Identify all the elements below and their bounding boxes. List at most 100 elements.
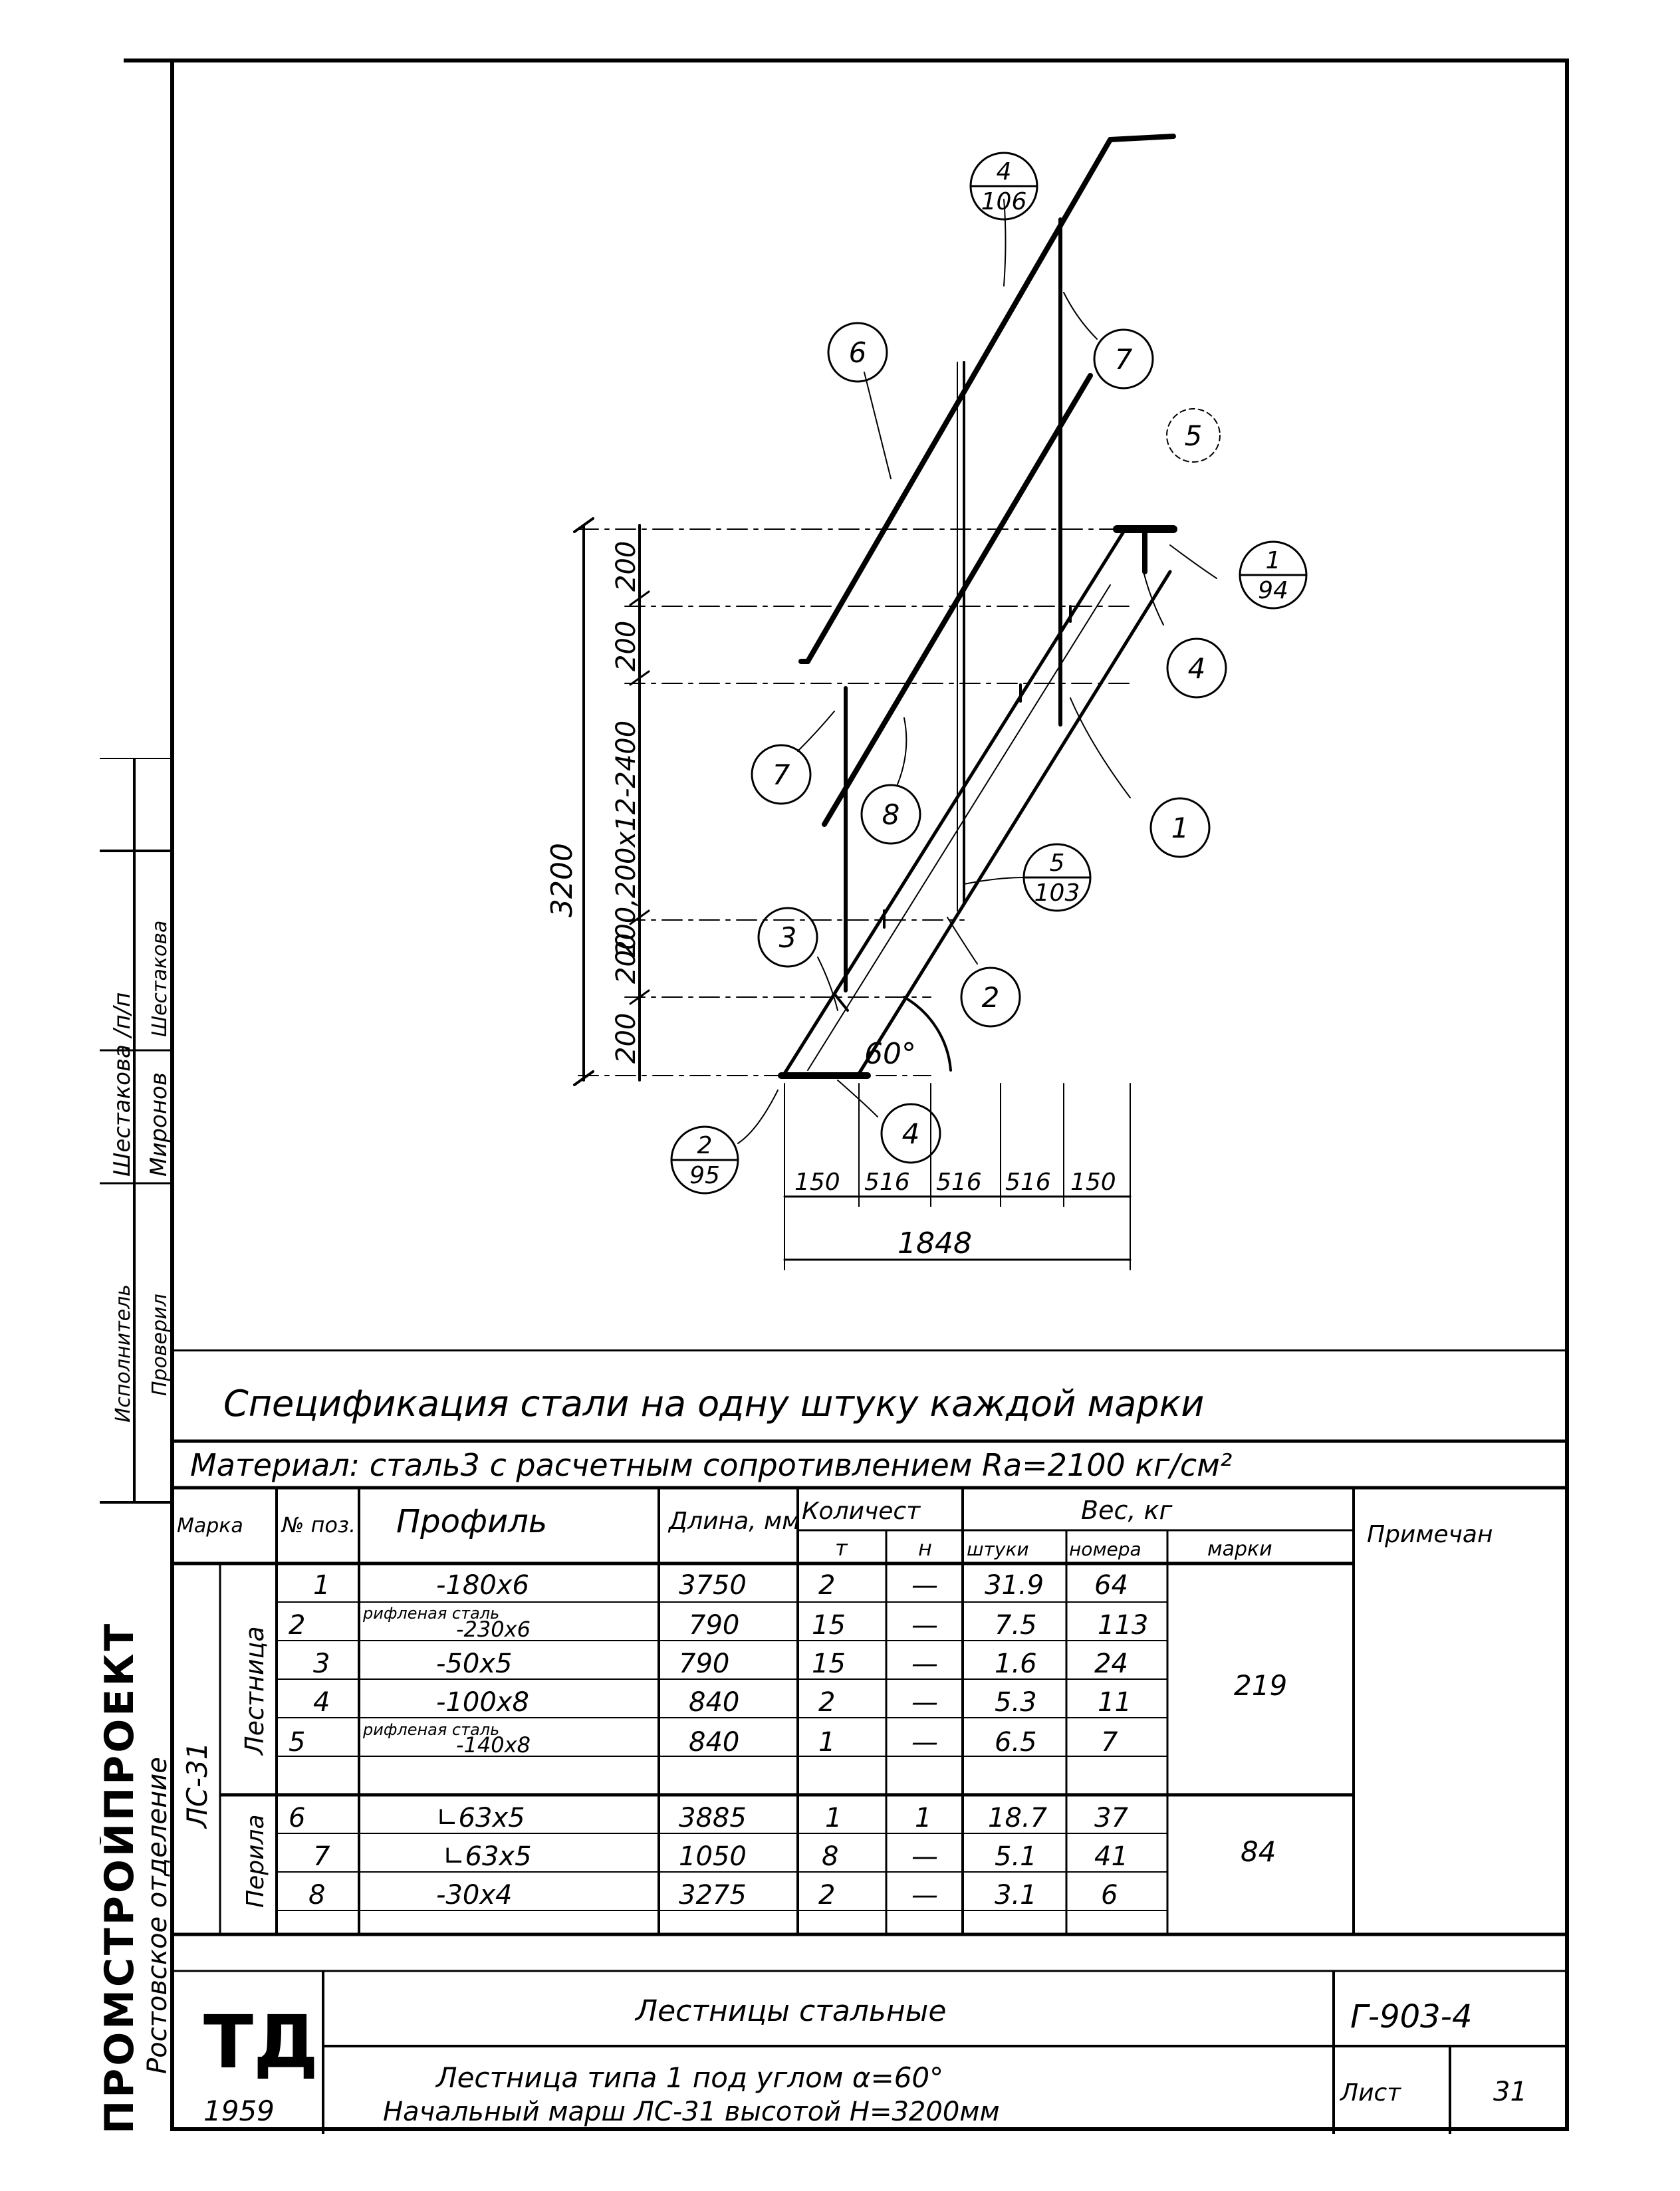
callout-4b — [880, 1103, 941, 1164]
row-t: 15 — [812, 1649, 846, 1679]
row-profile: -180x6 — [436, 1570, 529, 1601]
stamp-row2-role: Проверил — [148, 1294, 172, 1396]
row-pos: 2 — [289, 1610, 305, 1641]
header-pos: № поз. — [281, 1512, 356, 1538]
header-qty: Количест — [802, 1498, 921, 1525]
table-row: 1 -180x6 3750 2 — 31.9 64 — [313, 1570, 1128, 1601]
dim-seg-2: 516 — [864, 1169, 910, 1196]
row-piece: 7.5 — [995, 1610, 1037, 1641]
row-piece: 31.9 — [985, 1570, 1044, 1601]
row-pos-w: 7 — [1101, 1727, 1118, 1758]
spec-group1-label: Лестница — [240, 1626, 269, 1756]
table-row: 8 -30x4 3275 2 — 3.1 6 — [308, 1880, 1118, 1910]
callout-7b — [751, 744, 812, 805]
table-row: 7 ∟63x5 1050 8 — 5.1 41 — [313, 1841, 1128, 1872]
row-n: — — [911, 1841, 938, 1872]
title-line2a: Лестница типа 1 под углом α=60° — [435, 2061, 943, 2094]
table-row: 2 рифленая сталь -230x6 790 15 — 7.5 113 — [289, 1604, 1148, 1642]
row-pos-w: 24 — [1094, 1649, 1128, 1679]
row-t: 2 — [818, 1687, 835, 1718]
row-profile: ∟63x5 — [443, 1841, 532, 1872]
ref-4-106-bottom: 106 — [981, 188, 1027, 215]
title-line2b: Начальный марш ЛС-31 высотой H=3200мм — [383, 2097, 1000, 2127]
dim-seg-5: 150 — [1070, 1169, 1116, 1196]
row-length: 840 — [689, 1687, 739, 1718]
table-row: 3 -50x5 790 15 — 1.6 24 — [313, 1649, 1128, 1679]
row-n: — — [911, 1687, 938, 1718]
ref-2-95-bottom: 95 — [689, 1162, 720, 1189]
stamp-row1-role: Исполнитель — [112, 1284, 135, 1423]
callout-3-label: 3 — [779, 921, 797, 954]
row-profile: -140x8 — [456, 1732, 531, 1758]
ref-5-103-top: 5 — [1050, 850, 1065, 877]
row-length: 790 — [679, 1649, 729, 1679]
table-row: 5 рифленая сталь -140x8 840 1 — 6.5 7 — [289, 1720, 1118, 1758]
dim-seg-4: 516 — [1005, 1169, 1051, 1196]
ref-2-95 — [670, 1125, 739, 1195]
callout-5 — [1166, 408, 1221, 463]
row-n: — — [911, 1610, 938, 1641]
row-length: 1050 — [679, 1841, 747, 1872]
row-length: 790 — [689, 1610, 739, 1641]
row-pos: 5 — [289, 1727, 305, 1758]
callout-2 — [960, 967, 1021, 1028]
row-length: 3275 — [679, 1880, 747, 1910]
row-profile: ∟63x5 — [436, 1803, 525, 1833]
ref-2-95-top: 2 — [697, 1132, 713, 1159]
row-pos: 7 — [313, 1841, 330, 1872]
callout-5-label: 5 — [1185, 419, 1203, 452]
spec-title: Спецификация стали на одну штуку каждой … — [223, 1383, 1204, 1425]
title-logo: ТД — [203, 2000, 318, 2085]
row-piece: 6.5 — [995, 1727, 1037, 1758]
ref-1-94-top: 1 — [1266, 547, 1281, 574]
row-n: — — [911, 1570, 938, 1601]
spec-material: Материал: сталь3 с расчетным сопротивлен… — [190, 1447, 1232, 1483]
side-stamp: Шестакова /п/п Шестакова Миронов Исполни… — [100, 758, 173, 2134]
dim-total-length: 1848 — [898, 1226, 972, 1260]
callout-8-label: 8 — [882, 798, 900, 831]
row-n: — — [911, 1727, 938, 1758]
row-n: — — [911, 1880, 938, 1910]
row-t: 2 — [818, 1570, 835, 1601]
drawing-frame — [170, 58, 1569, 2131]
row-pos-w: 37 — [1094, 1803, 1128, 1833]
title-sheet-no: 31 — [1493, 2077, 1527, 2107]
row-pos: 4 — [313, 1687, 330, 1718]
row-note-small: рифленая сталь — [362, 1604, 499, 1623]
row-piece: 1.6 — [995, 1649, 1037, 1679]
callout-4a — [1166, 637, 1227, 699]
dim-seg-3: 516 — [936, 1169, 982, 1196]
stair-drawing: 3200 200,200x12-2400 200 200 200 200 60°… — [545, 134, 1308, 1270]
row-profile: -230x6 — [456, 1617, 531, 1642]
stamp-org: ПРОМСТРОЙПРОЕКТ — [100, 1621, 143, 2134]
header-qty-n: н — [918, 1536, 932, 1561]
row-profile: -30x4 — [436, 1880, 512, 1910]
ref-1-94-bottom: 94 — [1258, 577, 1288, 604]
spec-group1-total: 219 — [1234, 1669, 1287, 1702]
row-pos-w: 11 — [1098, 1687, 1132, 1718]
title-year: 1959 — [203, 2095, 275, 2127]
callout-6-label: 6 — [849, 336, 867, 369]
callout-4b-label: 4 — [902, 1117, 920, 1150]
row-profile: -50x5 — [436, 1649, 512, 1679]
row-pos: 8 — [308, 1880, 325, 1910]
header-qty-t: т — [835, 1536, 848, 1561]
row-pos: 6 — [289, 1803, 305, 1833]
row-pos: 3 — [313, 1649, 330, 1679]
row-t: 15 — [812, 1610, 846, 1641]
top-edge-stroke — [124, 58, 177, 62]
spec-group2-total: 84 — [1241, 1835, 1276, 1868]
row-n: — — [911, 1649, 938, 1679]
row-piece: 18.7 — [988, 1803, 1048, 1833]
row-t: 1 — [825, 1803, 842, 1833]
header-note: Примечан — [1367, 1521, 1493, 1548]
dim-upper-200: 200 — [611, 933, 642, 984]
header-w-piece: штуки — [967, 1538, 1029, 1560]
header-w-mark: марки — [1207, 1538, 1272, 1561]
row-piece: 5.1 — [995, 1841, 1037, 1872]
row-length: 3885 — [679, 1803, 747, 1833]
row-piece: 3.1 — [995, 1880, 1037, 1910]
row-length: 840 — [689, 1727, 739, 1758]
spec-rows: 1 -180x6 3750 2 — 31.9 64 2 рифленая ста… — [289, 1570, 1148, 1910]
stamp-row2-name: Миронов — [146, 1072, 172, 1177]
